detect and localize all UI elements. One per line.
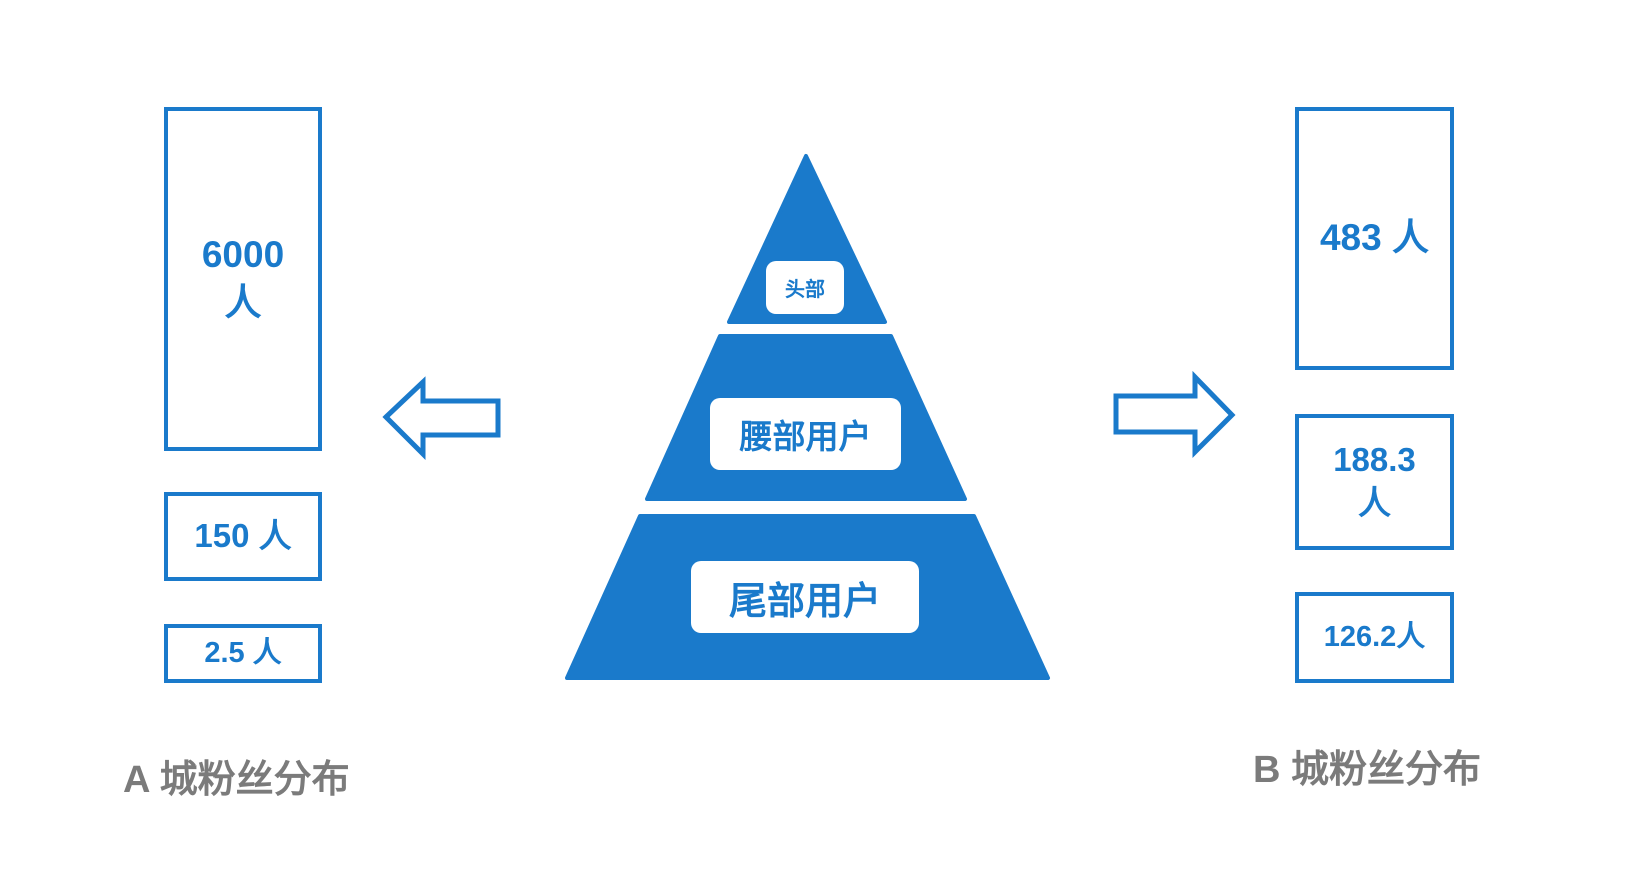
tier-label-tail-users: 尾部用户 <box>691 561 919 633</box>
city-a-head-count-box: 6000 人 <box>164 107 322 451</box>
right-arrow-icon <box>1113 370 1236 459</box>
city-b-caption: B 城粉丝分布 <box>1253 749 1482 791</box>
city-b-waist-count-box: 188.3 人 <box>1295 414 1454 550</box>
city-a-head-count-value: 6000 <box>201 233 285 275</box>
city-a-tail-count: 2.5 人 <box>204 636 282 669</box>
city-b-head-count-box: 483 人 <box>1295 107 1454 370</box>
city-b-waist-count-unit: 人 <box>1358 484 1391 521</box>
city-a-head-count-unit: 人 <box>224 282 262 323</box>
city-a-tail-count-box: 2.5 人 <box>164 624 322 683</box>
city-b-waist-count-value: 188.3 <box>1333 441 1416 479</box>
tier-label-waist-users: 腰部用户 <box>710 398 901 470</box>
city-a-waist-count: 150 人 <box>194 517 292 555</box>
left-arrow-icon <box>382 376 501 461</box>
city-a-waist-count-box: 150 人 <box>164 492 322 581</box>
tier-label-head: 头部 <box>766 261 844 314</box>
city-a-caption: A 城粉丝分布 <box>123 759 350 801</box>
city-b-tail-count-box: 126.2人 <box>1295 592 1454 683</box>
city-b-head-count: 483 人 <box>1319 217 1429 259</box>
city-b-tail-count: 126.2人 <box>1323 620 1426 653</box>
